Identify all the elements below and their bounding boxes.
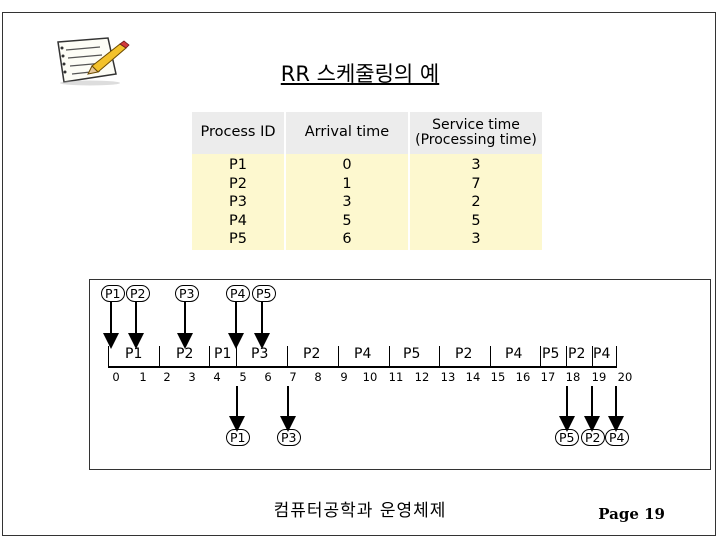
gantt-divider [540, 346, 541, 366]
service-cell: 7 [471, 175, 481, 192]
gantt-divider [338, 346, 339, 366]
time-tick: 2 [163, 370, 171, 384]
gantt-divider [209, 346, 210, 366]
service-cell: 3 [471, 157, 481, 173]
header-process-id: Process ID [192, 112, 286, 154]
time-tick: 1 [139, 370, 147, 384]
time-tick: 5 [239, 370, 247, 384]
arrival-pill-p1: P1 [101, 285, 125, 302]
gantt-segment: P1 [125, 346, 143, 362]
time-tick: 14 [465, 370, 481, 384]
gantt-divider [236, 346, 237, 366]
arrival-cell: 6 [342, 231, 352, 248]
completion-pill-p3: P3 [277, 429, 301, 446]
time-tick: 20 [617, 370, 633, 384]
time-tick: 3 [188, 370, 196, 384]
time-tick: 13 [440, 370, 456, 384]
arrival-cell: 0 [342, 157, 352, 173]
pid-cell: P1 [229, 157, 247, 173]
time-tick: 12 [414, 370, 430, 384]
arrival-cell: 1 [342, 175, 352, 192]
gantt-segment: P2 [303, 346, 321, 362]
time-tick: 6 [264, 370, 272, 384]
completion-pill-p1: P1 [226, 429, 250, 446]
time-tick: 4 [213, 370, 221, 384]
arrival-cell: 5 [342, 212, 352, 229]
pid-cell: P5 [229, 231, 247, 248]
gantt-segment: P2 [568, 346, 586, 362]
time-tick: 10 [362, 370, 378, 384]
gantt-segment: P1 [214, 346, 232, 362]
gantt-segment: P4 [505, 346, 523, 362]
footer-text: 컴퓨터공학과 운영체제 [273, 501, 447, 521]
gantt-segment: P2 [176, 346, 194, 362]
time-tick: 15 [490, 370, 506, 384]
time-tick: 11 [388, 370, 404, 384]
pid-cell: P2 [229, 175, 247, 192]
gantt-baseline [108, 366, 617, 368]
time-tick: 0 [112, 370, 120, 384]
time-tick: 16 [515, 370, 531, 384]
timeline-box [89, 279, 711, 470]
gantt-segment: P4 [593, 346, 611, 362]
service-cell: 3 [471, 231, 481, 248]
arrival-pill-p4: P4 [226, 285, 250, 302]
header-service-time: Service time (Processing time) [409, 112, 544, 154]
service-cell: 5 [471, 212, 481, 229]
pid-cell: P4 [229, 212, 247, 229]
gantt-divider [592, 346, 593, 366]
slide-title: RR 스케줄링의 예 [280, 62, 440, 86]
gantt-divider [287, 346, 288, 366]
arrival-pill-p3: P3 [175, 285, 199, 302]
gantt-segment: P4 [354, 346, 372, 362]
service-cell: 2 [471, 194, 481, 211]
gantt-divider [159, 346, 160, 366]
arrival-pill-p5: P5 [252, 285, 276, 302]
gantt-divider [490, 346, 491, 366]
gantt-segment: P5 [403, 346, 421, 362]
pid-column: P1 P2 P3 P4 P5 [192, 154, 286, 250]
page-number: Page 19 [598, 505, 665, 523]
completion-pill-p2: P2 [581, 429, 605, 446]
gantt-divider [566, 346, 567, 366]
slide-frame [2, 12, 716, 536]
gantt-segment: P5 [542, 346, 560, 362]
arrival-pill-p2: P2 [126, 285, 150, 302]
gantt-divider [389, 346, 390, 366]
gantt-segment: P3 [251, 346, 269, 362]
time-tick: 19 [591, 370, 607, 384]
process-table: Process ID Arrival time Service time (Pr… [192, 112, 544, 250]
time-tick: 7 [289, 370, 297, 384]
pid-cell: P3 [229, 194, 247, 211]
time-tick: 8 [314, 370, 322, 384]
arrival-cell: 3 [342, 194, 352, 211]
gantt-divider [439, 346, 440, 366]
time-tick: 9 [340, 370, 348, 384]
arrival-column: 0 1 3 5 6 [285, 154, 410, 250]
time-tick: 18 [565, 370, 581, 384]
gantt-divider [108, 346, 109, 366]
header-arrival-time: Arrival time [285, 112, 410, 154]
completion-pill-p5: P5 [555, 429, 579, 446]
gantt-segment: P2 [455, 346, 473, 362]
notepad-pencil-icon [50, 36, 130, 90]
gantt-divider [616, 346, 617, 366]
time-tick: 17 [540, 370, 556, 384]
service-column: 3 7 2 5 3 [409, 154, 544, 250]
completion-pill-p4: P4 [605, 429, 629, 446]
